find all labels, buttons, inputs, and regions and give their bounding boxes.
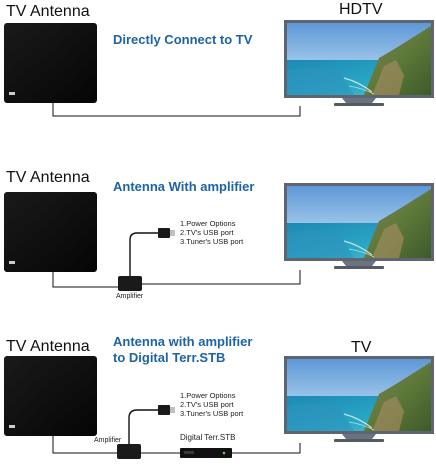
section3-amplifier-icon [117,444,141,459]
section3-cable-tv [232,443,301,454]
section3-tv-icon [284,356,434,443]
section1-cable [52,103,301,117]
section3-option-1: 1.Power Options [180,391,236,400]
section3-graphics [4,356,434,459]
section3-option-2: 2.TV's USB port [180,400,234,409]
section2-antenna-label: TV Antenna [6,169,90,186]
section2-option-1: 1.Power Options [180,219,236,228]
section1-antenna-label: TV Antenna [6,3,90,20]
section3-heading-line1: Antenna with amplifier [113,334,253,349]
section2-tv-icon [284,183,434,270]
section2-usb-icon [158,228,170,238]
section3-amplifier-label: Amplifier [94,437,122,444]
section3-antenna-icon [4,356,97,436]
section2-amplifier-icon [118,276,142,291]
section2-heading: Antenna With amplifier [113,179,255,194]
section2-amplifier-label: Amplifier [116,293,144,300]
section2-option-2: 2.TV's USB port [180,228,234,237]
section3-cable-antenna [52,436,117,454]
section3-usb-cable [128,409,158,444]
section3-heading-line2: to Digital Terr.STB [113,350,226,365]
section3-option-3: 3.Tuner's USB port [180,409,244,418]
section1-hdtv-icon [284,20,434,107]
section2-option-3: 3.Tuner's USB port [180,237,244,246]
section3-usb-icon [158,405,170,415]
section1-heading: Directly Connect to TV [113,32,253,47]
section3-stb-label: Digital Terr.STB [180,433,236,442]
section3-stb-icon [180,448,232,458]
section1-graphics [4,20,434,117]
section2-cable-antenna [52,272,118,288]
section1-tv-label: HDTV [339,1,383,18]
section3-tv-label: TV [351,339,372,356]
section2-graphics [4,183,434,291]
section2-usb-cable [129,232,158,276]
section1-antenna-icon [4,23,97,103]
section3-antenna-label: TV Antenna [6,338,90,355]
section2-antenna-icon [4,192,97,272]
section2-cable-tv [142,270,301,285]
